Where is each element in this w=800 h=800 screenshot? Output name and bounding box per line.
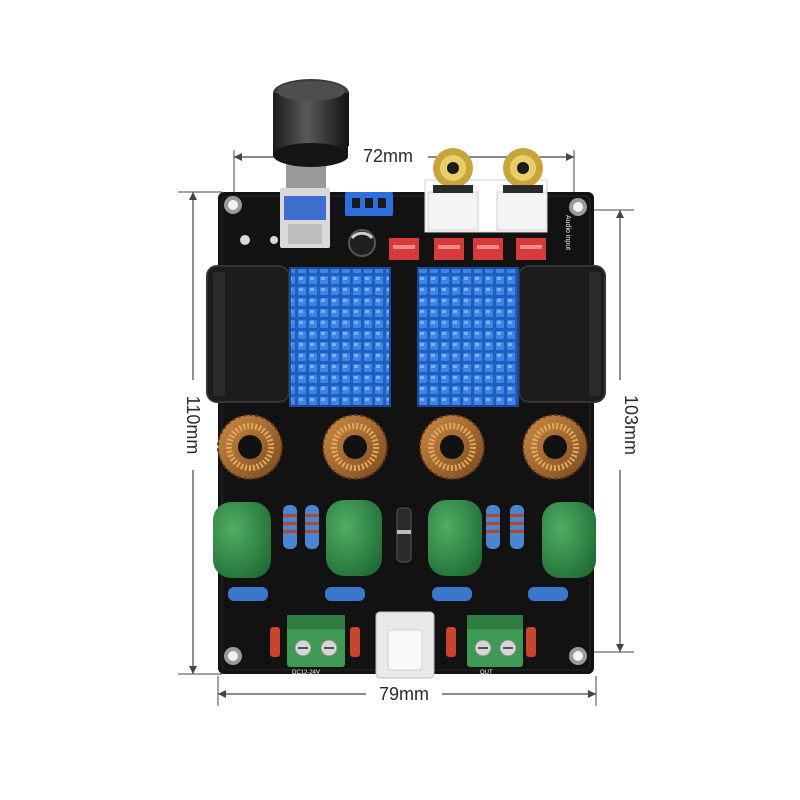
dimension-bottom-label: 79mm	[379, 684, 429, 704]
red-capacitors-top	[389, 238, 546, 260]
side-black-blocks	[206, 265, 606, 403]
blue-resistors	[283, 505, 524, 549]
dimension-right-label: 103mm	[621, 395, 641, 455]
red-resistors-bottom	[270, 627, 536, 657]
output-terminal	[467, 615, 523, 667]
power-terminal	[287, 615, 345, 667]
center-diode	[396, 507, 412, 563]
dc-input-label: DC12-24V	[292, 670, 320, 676]
right-heatsink	[417, 267, 519, 407]
dc-jack	[375, 611, 435, 679]
dimension-top-label: 72mm	[363, 146, 413, 166]
audio-input-label: Audio input	[564, 215, 571, 250]
left-heatsink	[289, 267, 391, 407]
blue-ceramic-capacitors	[228, 587, 568, 601]
green-capacitors	[213, 500, 596, 578]
dimension-left-label: 110mm	[183, 396, 203, 455]
small-capacitor	[348, 229, 376, 257]
toroidal-inductors	[217, 414, 588, 480]
output-label: OUT	[480, 670, 493, 676]
rca-input-jacks	[424, 148, 548, 233]
volume-knob	[273, 79, 349, 248]
mounting-holes	[224, 196, 587, 665]
blue-header-connector	[345, 192, 393, 216]
led-indicator	[240, 235, 250, 245]
